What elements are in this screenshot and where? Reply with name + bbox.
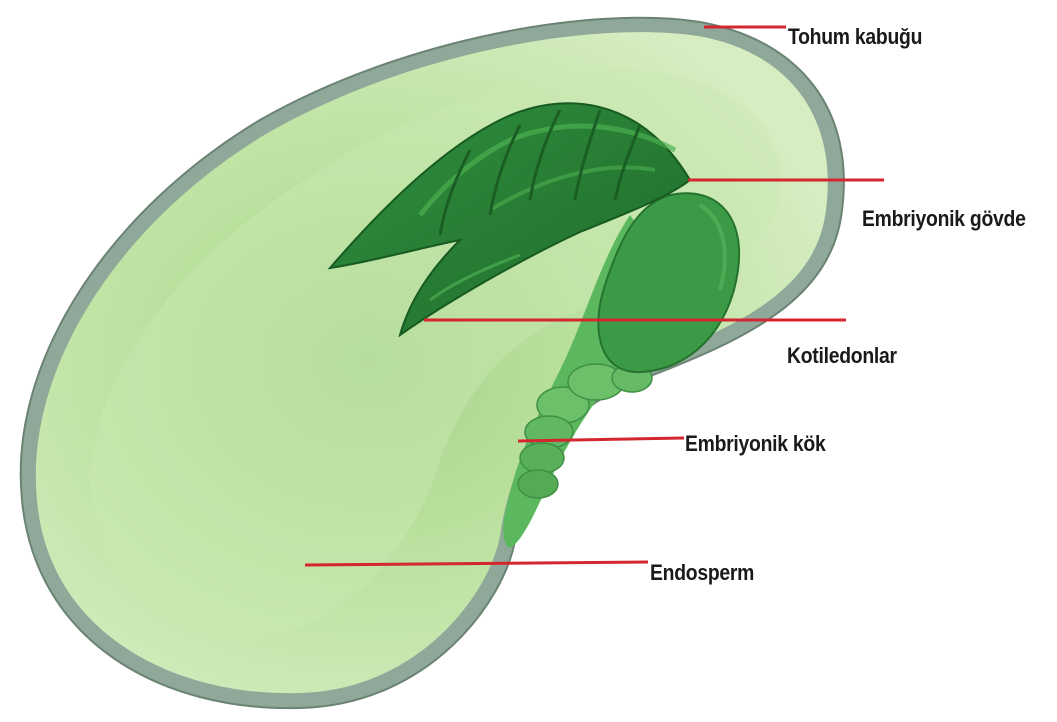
label-embryonic-stem: Embriyonik gövde <box>862 208 1026 230</box>
label-embryonic-root: Embriyonik kök <box>685 433 825 455</box>
label-endosperm: Endosperm <box>650 562 754 584</box>
label-cotyledons: Kotiledonlar <box>787 345 897 367</box>
label-seed-coat: Tohum kabuğu <box>788 26 922 48</box>
